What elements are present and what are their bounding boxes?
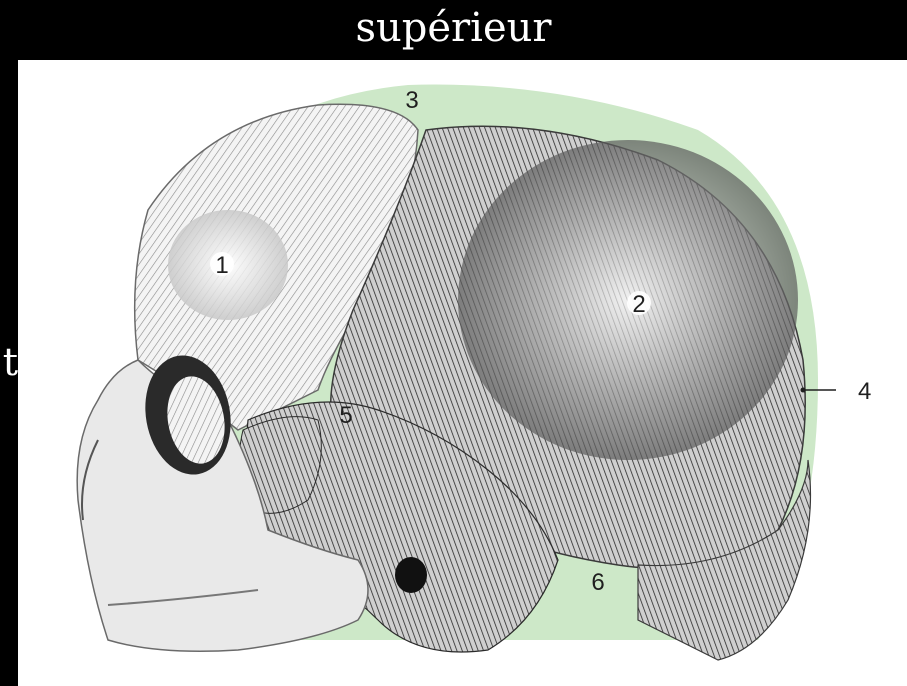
illustration-plate: 1 2 3 4 5 6 — [18, 60, 907, 686]
label-mastoid-fontanelle: 6 — [591, 569, 604, 596]
page-title: supérieur — [0, 4, 907, 52]
label-sphenoidal-fontanelle: 5 — [339, 402, 352, 429]
external-acoustic-meatus — [395, 557, 427, 593]
label-frontal: 1 — [215, 252, 228, 279]
leader-dot-4 — [801, 388, 806, 393]
label-anterior-fontanelle: 3 — [405, 87, 418, 114]
label-posterior-fontanelle: 4 — [858, 378, 871, 405]
cropped-side-label: t — [0, 342, 18, 382]
label-parietal: 2 — [632, 291, 645, 318]
fetal-skull-diagram: 1 2 3 4 5 6 — [18, 60, 907, 686]
